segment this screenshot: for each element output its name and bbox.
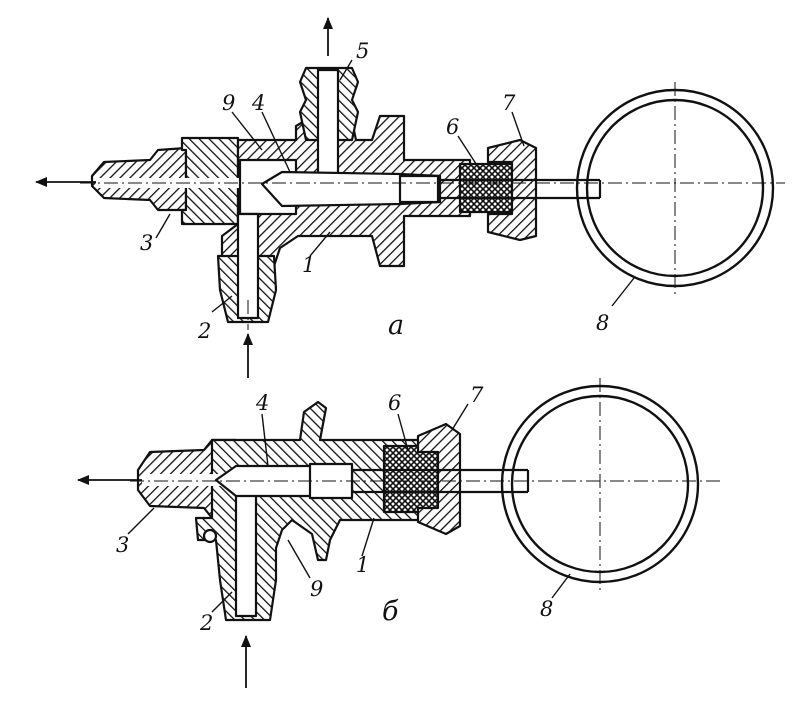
a-label-4: 4 [251,91,265,115]
b-label-3: 3 [116,533,129,557]
b-leaders [127,403,571,613]
figure-a [90,66,775,324]
a-label-8: 8 [596,311,609,335]
b-side-plug [202,528,218,544]
b-bore [142,474,236,486]
a-label-2: 2 [197,319,211,343]
a-label-3: 3 [140,231,153,255]
a-label-9: 9 [222,91,235,115]
a-caption: а [388,310,404,341]
b-label-1: 1 [356,553,369,577]
a-label-5: 5 [356,39,369,63]
b-label-4: 4 [255,391,269,415]
a-nut-7 [486,138,538,242]
a-label-6: 6 [446,115,459,139]
a-bore [96,178,240,188]
figure-b [136,384,700,622]
b-label-6: 6 [388,391,401,415]
a-gland-6 [458,162,514,214]
a-vertical-channel [316,68,340,180]
a-stem-collar [398,174,440,204]
b-label-8: 8 [540,597,553,621]
b-flow-arrows [77,475,251,688]
a-stem-4 [260,170,442,208]
a-flow-arrows [35,17,333,378]
a-label-1: 1 [302,253,315,277]
b-inlet-channel [234,484,258,618]
b-gland-6 [382,444,440,514]
a-leaders [155,59,635,313]
b-labels: 4 6 7 3 9 1 2 8 б [116,383,553,635]
b-label-9: 9 [310,577,323,601]
a-label-7: 7 [502,91,516,115]
b-nut-7 [416,422,462,536]
b-body-1 [194,400,446,622]
a-labels: 9 4 5 6 7 3 1 2 8 а [140,39,609,343]
b-centerlines [130,378,720,594]
b-caption: б [382,596,399,627]
b-label-2: 2 [199,611,213,635]
b-label-7: 7 [470,383,484,407]
a-centerlines [80,82,785,330]
